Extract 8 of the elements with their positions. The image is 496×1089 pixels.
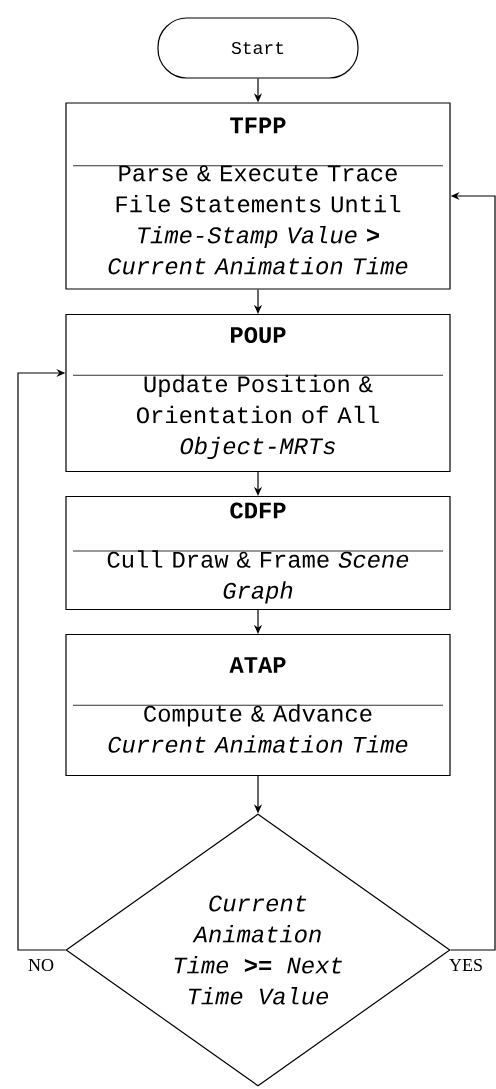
process-box: TFPP Parse & Execute Trace File Statements Until Time-Stamp Value > Current Animation Time <box>65 102 451 290</box>
edge-label: YES <box>449 958 482 972</box>
arrow <box>17 368 66 951</box>
process-box: POUP Update Position & Orientation of All Object-MRTs <box>65 313 451 473</box>
process-box: CDFP Cull Draw & Frame Scene Graph <box>65 495 451 611</box>
process-box: ATAP Compute & Advance Current Animation Time <box>65 633 451 777</box>
edge-label: NO <box>28 958 54 972</box>
start-terminal: Start <box>157 17 359 79</box>
